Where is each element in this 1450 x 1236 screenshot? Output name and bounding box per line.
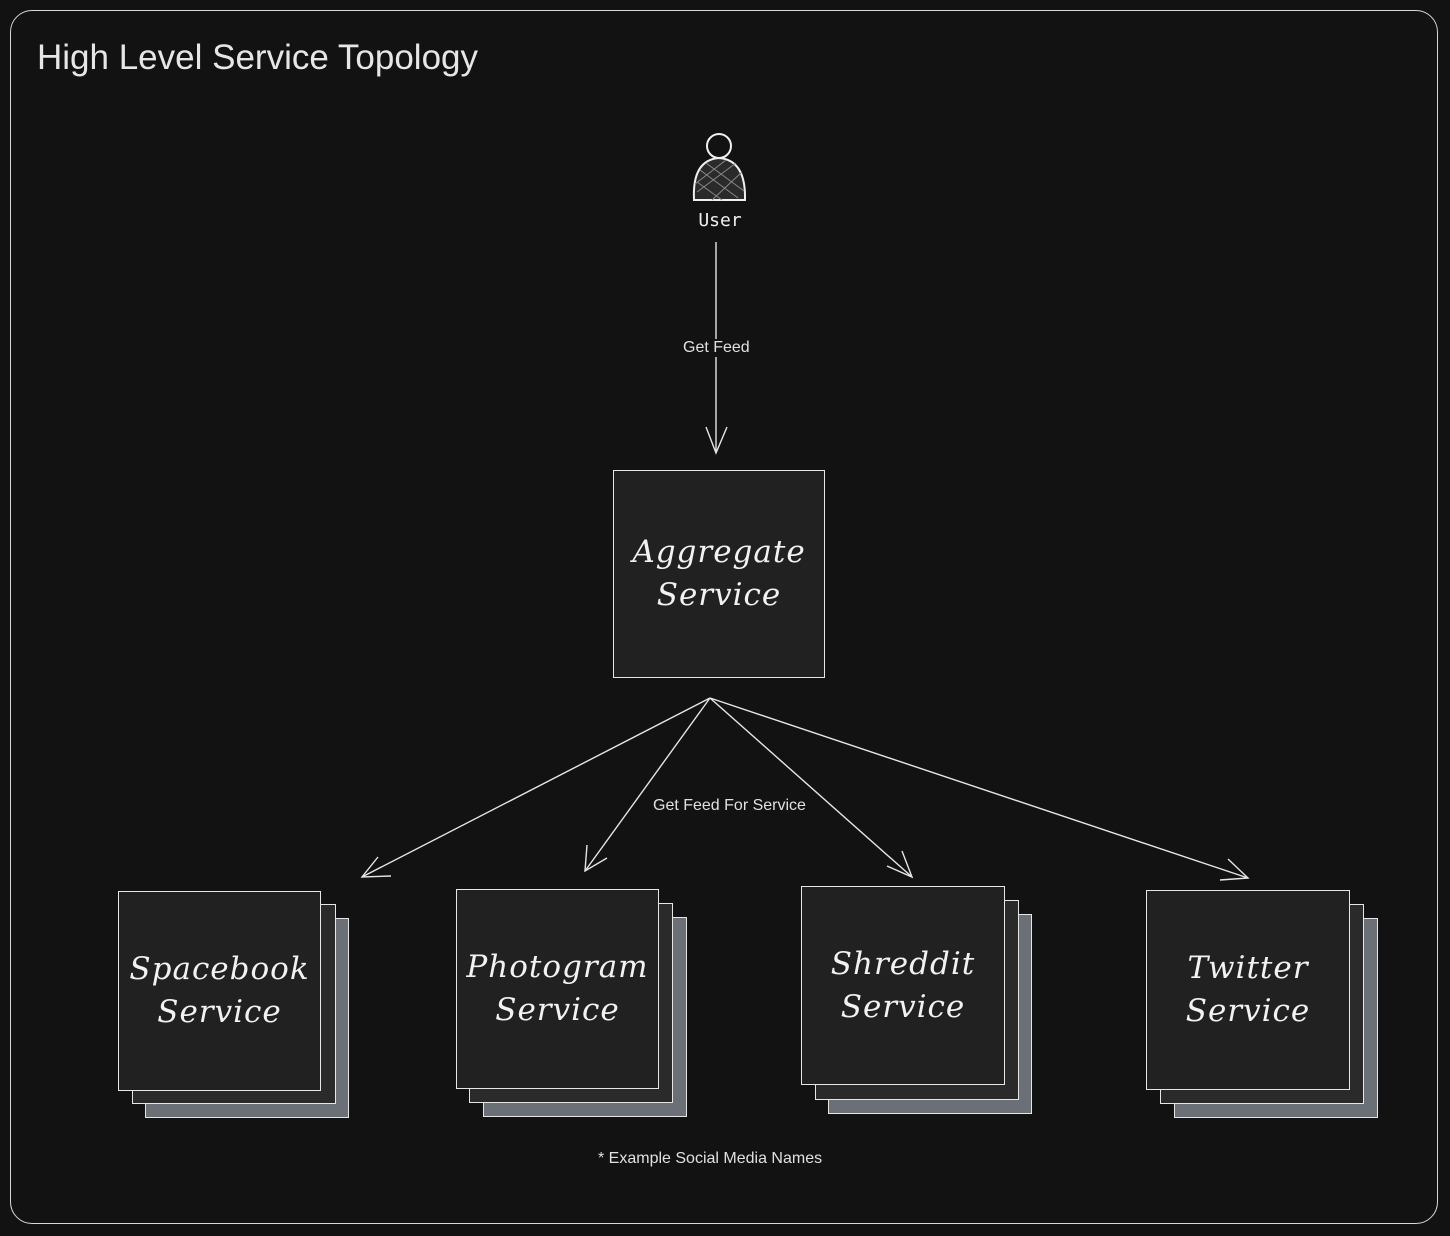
footnote: * Example Social Media Names [598, 1150, 823, 1167]
aggregate-service-node[interactable]: Aggregate Service [613, 470, 825, 678]
aggregate-service-label: Aggregate Service [632, 534, 806, 613]
spacebook-service-label: Spacebook Service [129, 951, 310, 1030]
spacebook-service-node[interactable]: Spacebook Service [118, 891, 321, 1091]
user-label: User [698, 210, 742, 231]
twitter-service-label: Twitter Service [1185, 950, 1311, 1029]
diagram-frame [10, 10, 1438, 1224]
twitter-service-node[interactable]: Twitter Service [1146, 890, 1350, 1090]
edge-aggregate-to-photogram [584, 697, 711, 873]
edge-aggregate-to-spacebook [360, 697, 711, 878]
user-icon [692, 133, 747, 201]
photogram-service-node[interactable]: Photogram Service [456, 889, 659, 1089]
shreddit-service-node[interactable]: Shreddit Service [801, 886, 1005, 1085]
shreddit-service-label: Shreddit Service [830, 945, 976, 1025]
edge-aggregate-to-shreddit [709, 697, 914, 879]
edge-label-get-feed: Get Feed [683, 339, 750, 357]
photogram-service-label: Photogram Service [466, 949, 649, 1028]
edge-label-get-feed-for-service: Get Feed For Service [653, 797, 806, 815]
edge-aggregate-to-twitter [709, 697, 1250, 881]
diagram-title: High Level Service Topology [37, 38, 479, 77]
